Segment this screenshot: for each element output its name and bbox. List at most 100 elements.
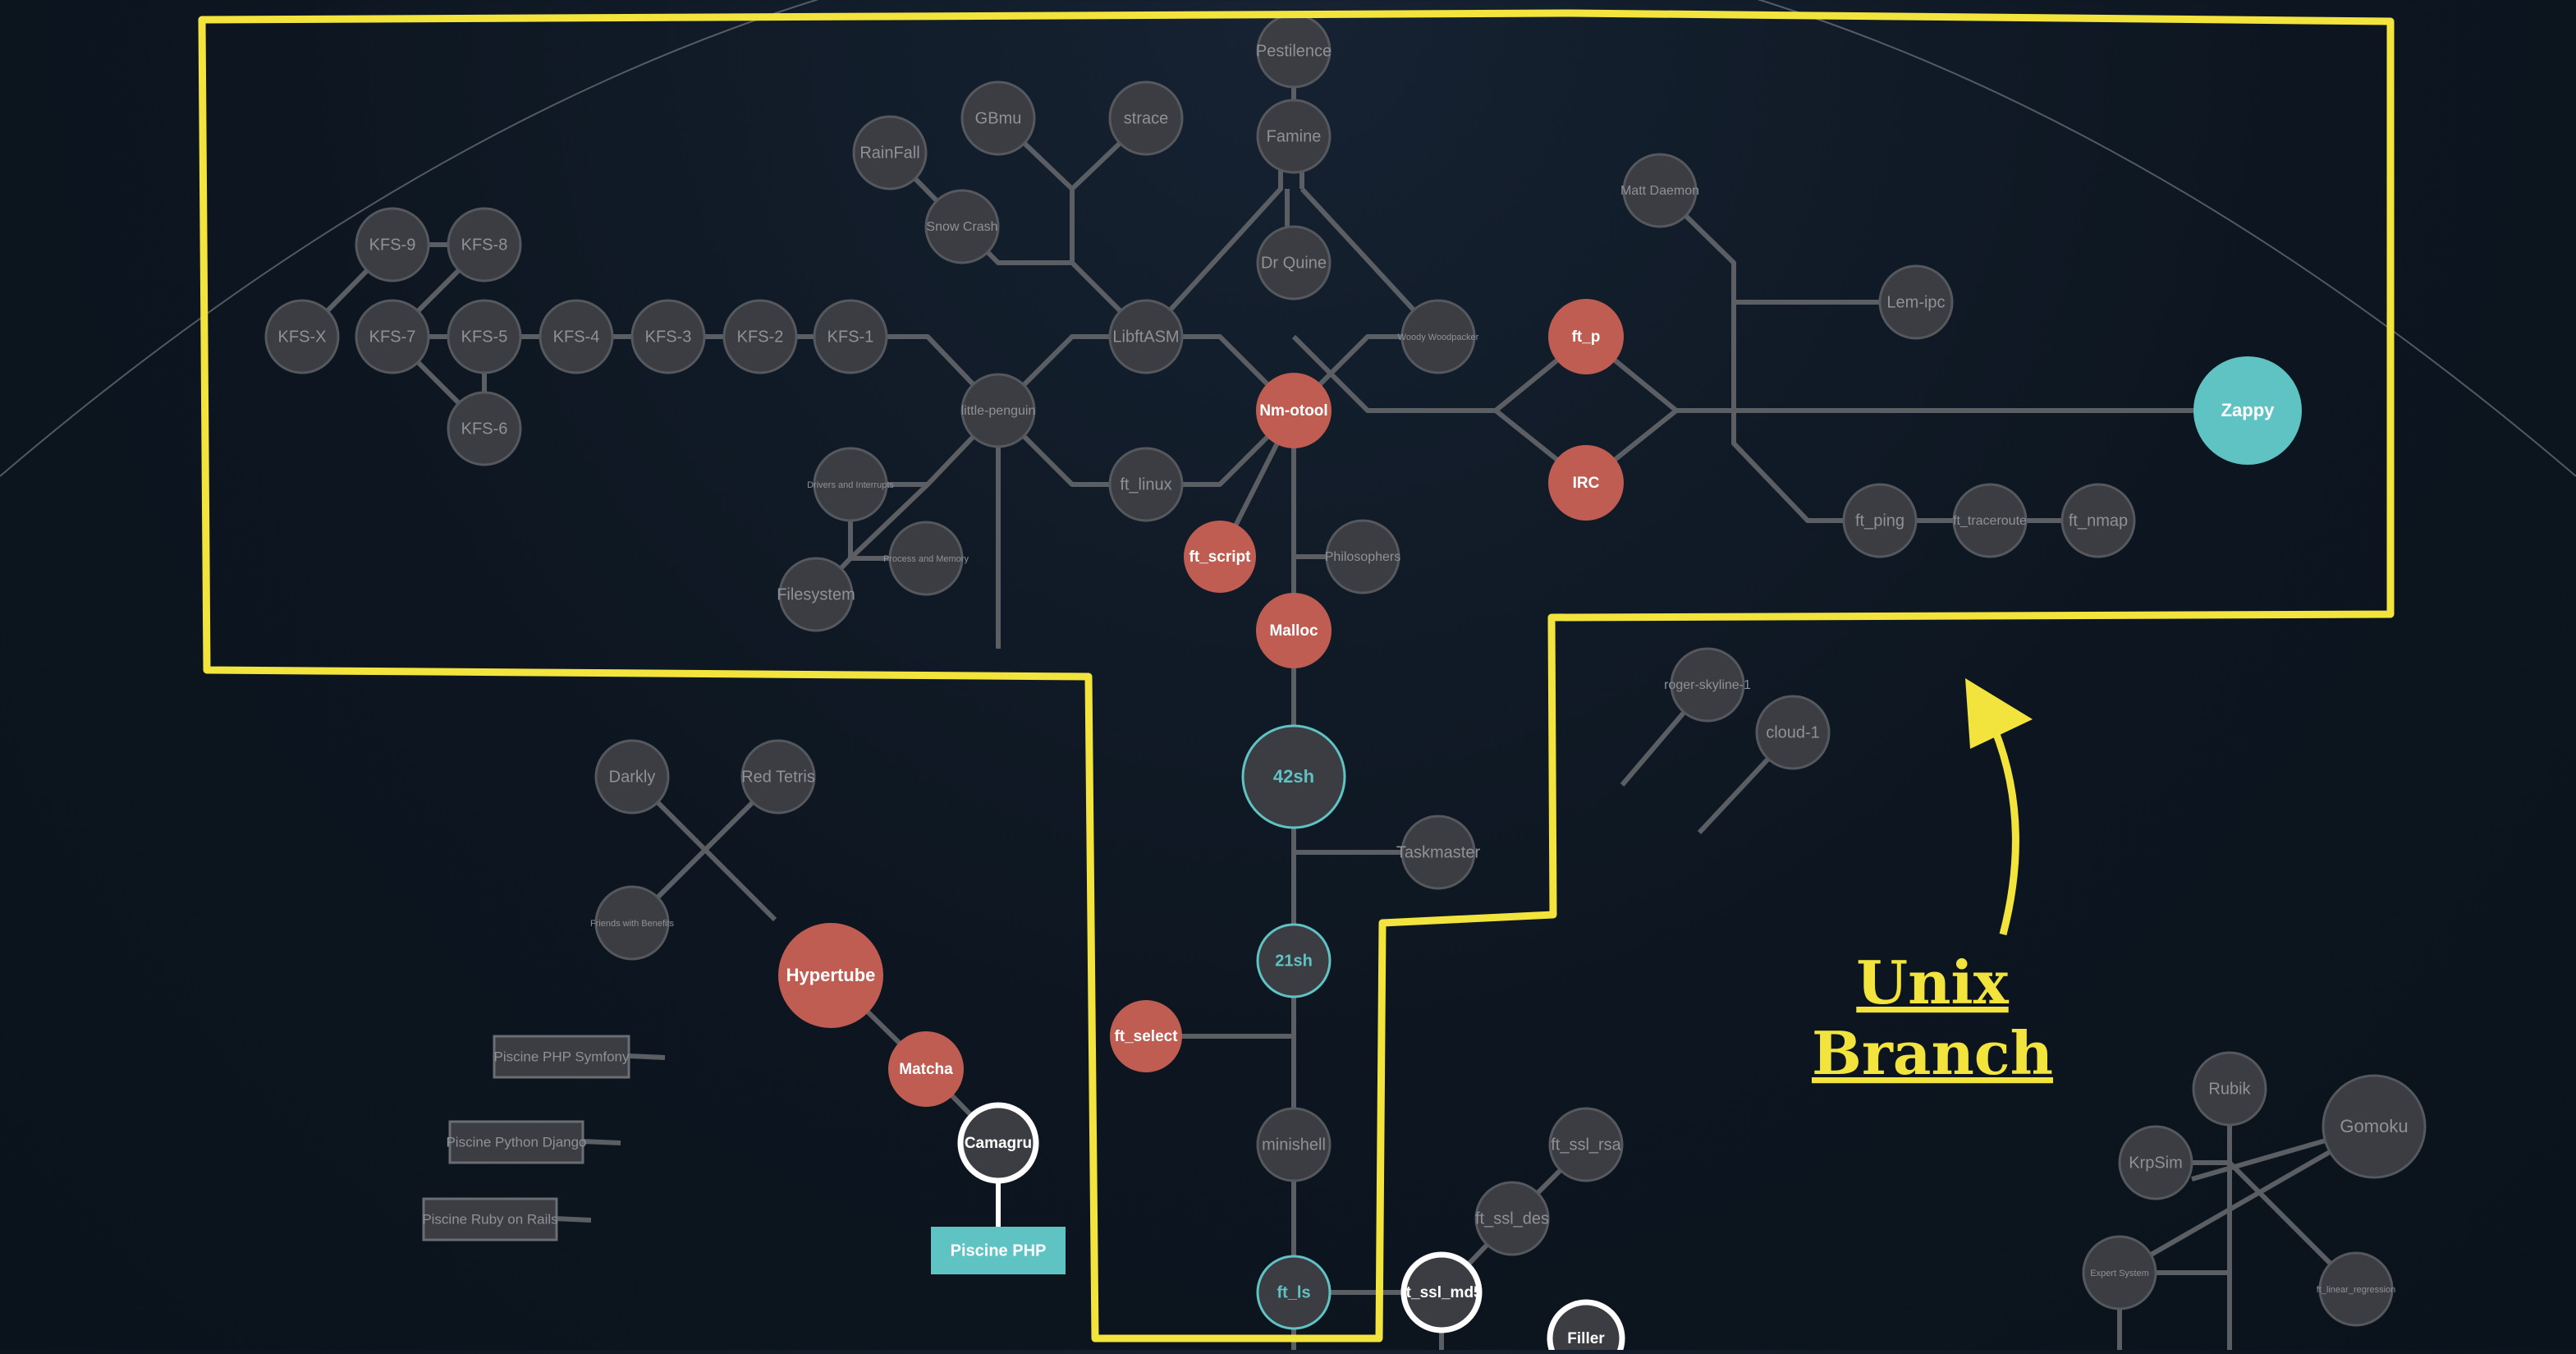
project-node-piscisymfony[interactable]: Piscine PHP Symfony [493, 1035, 630, 1079]
project-node-ftssldes[interactable]: ft_ssl_des [1474, 1181, 1550, 1256]
callout-arrow-curve [1989, 724, 2019, 936]
project-node-mattdaemon[interactable]: Matt Daemon [1620, 153, 1699, 228]
project-circle [1256, 923, 1332, 998]
project-label: Red Tetris [741, 768, 815, 786]
project-node-libftasm[interactable]: LibftASM [1108, 299, 1184, 374]
project-node-roger[interactable]: roger-skyline-1 [1664, 647, 1751, 723]
project-circle [813, 299, 888, 374]
project-label: Woody Woodpacker [1398, 333, 1479, 342]
project-node-ftselect[interactable]: ft_select [1110, 1000, 1182, 1072]
project-node-kfs3[interactable]: KFS-3 [630, 299, 706, 374]
project-node-woody[interactable]: Woody Woodpacker [1398, 299, 1479, 374]
project-circle [447, 391, 522, 466]
project-node-ftlinux[interactable]: ft_linux [1108, 447, 1184, 522]
link [848, 482, 930, 561]
project-node-filesystem[interactable]: Filesystem [777, 557, 855, 632]
callout-title-line-1: Unix [1856, 948, 2009, 1017]
link [1657, 188, 2098, 523]
project-node-filler[interactable]: Filler [1547, 1299, 1625, 1354]
project-node-driversinterrupts[interactable]: Drivers and Interrupts [807, 447, 894, 522]
project-node-kfs1[interactable]: KFS-1 [813, 299, 888, 374]
project-circle [1256, 99, 1332, 174]
project-circle [888, 521, 964, 596]
project-label: Taskmaster [1396, 843, 1481, 861]
project-node-camagru[interactable]: Camagru [957, 1102, 1039, 1184]
project-node-littlepenguin[interactable]: little-penguin [960, 373, 1036, 448]
project-node-krpsim[interactable]: KrpSim [2118, 1125, 2193, 1200]
project-node-ftscript[interactable]: ft_script [1184, 521, 1256, 593]
project-node-zappy[interactable]: Zappy [2193, 356, 2302, 465]
project-node-lemipc[interactable]: Lem-ipc [1878, 264, 1954, 340]
project-circle [1400, 299, 1476, 374]
project-node-matcha[interactable]: Matcha [888, 1031, 964, 1107]
project-node-drquine[interactable]: Dr Quine [1256, 225, 1332, 301]
project-circle [355, 299, 430, 374]
project-node-kfs6[interactable]: KFS-6 [447, 391, 522, 466]
project-node-ftp[interactable]: ft_p [1548, 299, 1624, 374]
project-label: 42sh [1273, 766, 1314, 787]
project-node-hypertube[interactable]: Hypertube [778, 923, 883, 1028]
project-node-kfsx[interactable]: KFS-X [264, 299, 340, 374]
project-node-malloc[interactable]: Malloc [1256, 593, 1332, 668]
project-label: KFS-5 [461, 328, 508, 346]
project-circle [778, 923, 883, 1028]
project-label: KFS-2 [737, 328, 784, 346]
project-circle [355, 207, 430, 282]
project-node-irc[interactable]: IRC [1548, 445, 1624, 521]
project-label: Camagru [965, 1135, 1032, 1152]
project-circle [960, 373, 1036, 448]
project-node-pestilence[interactable]: Pestilence [1256, 13, 1332, 89]
project-node-42sh[interactable]: 42sh [1241, 724, 1346, 829]
project-label: ft_p [1572, 328, 1601, 346]
project-node-famine[interactable]: Famine [1256, 99, 1332, 174]
project-node-rainfall[interactable]: RainFall [852, 115, 928, 190]
project-node-ftsslrsa[interactable]: ft_ssl_rsa [1548, 1107, 1624, 1182]
project-node-minishell[interactable]: minishell [1256, 1107, 1332, 1182]
project-node-ftls[interactable]: ft_ls [1256, 1255, 1332, 1330]
project-label: minishell [1262, 1136, 1326, 1154]
project-node-kfs2[interactable]: KFS-2 [722, 299, 798, 374]
project-node-nmotool[interactable]: Nm-otool [1256, 373, 1332, 448]
project-node-pisciphp[interactable]: Piscine PHP [931, 1227, 1066, 1274]
project-node-kfs9[interactable]: KFS-9 [355, 207, 430, 282]
link [628, 1053, 666, 1060]
project-node-snowcrash[interactable]: Snow Crash [924, 189, 1000, 264]
project-node-kfs5[interactable]: KFS-5 [447, 299, 522, 374]
project-node-rubik[interactable]: Rubik [2192, 1051, 2267, 1127]
project-circle [924, 189, 1000, 264]
project-node-kfs7[interactable]: KFS-7 [355, 299, 430, 374]
project-node-kfs4[interactable]: KFS-4 [539, 299, 614, 374]
project-node-strace[interactable]: strace [1108, 80, 1184, 156]
project-node-ftnmap[interactable]: ft_nmap [2060, 483, 2136, 558]
project-label: ft_ssl_md5 [1400, 1284, 1483, 1301]
project-node-friendswithbenefits[interactable]: Friends with Benefits [590, 885, 675, 961]
project-node-piscirails[interactable]: Piscine Ruby on Rails [422, 1197, 558, 1242]
project-node-kfs8[interactable]: KFS-8 [447, 207, 522, 282]
project-node-linearregression[interactable]: ft_linear_regression [2317, 1251, 2396, 1327]
project-node-21sh[interactable]: 21sh [1256, 923, 1332, 998]
project-node-darkly[interactable]: Darkly [594, 739, 670, 815]
project-label: KFS-X [278, 328, 327, 346]
project-box [931, 1227, 1066, 1274]
project-circle [722, 299, 798, 374]
project-label: ft_linux [1120, 475, 1171, 493]
project-circle [813, 447, 888, 522]
project-node-expertsystem[interactable]: Expert System [2082, 1235, 2157, 1310]
project-node-cloud1[interactable]: cloud-1 [1755, 695, 1831, 770]
project-node-ftping[interactable]: ft_ping [1842, 483, 1918, 558]
project-node-redtetris[interactable]: Red Tetris [740, 739, 816, 815]
project-node-taskmaster[interactable]: Taskmaster [1396, 815, 1481, 890]
project-label: Rubik [2208, 1080, 2251, 1098]
project-circle [1256, 1107, 1332, 1182]
project-node-fttraceroute[interactable]: ft_traceroute [1952, 483, 2028, 558]
project-box [448, 1120, 584, 1164]
project-label: KFS-4 [553, 328, 600, 346]
project-node-ftsslmd5[interactable]: ft_ssl_md5 [1400, 1251, 1483, 1333]
project-node-gomoku[interactable]: Gomoku [2322, 1074, 2427, 1179]
project-circle [1622, 153, 1698, 228]
project-node-processmemory[interactable]: Process and Memory [883, 521, 969, 596]
project-node-piscidjango[interactable]: Piscine Python Django [446, 1120, 587, 1164]
project-node-philosophers[interactable]: Philosophers [1325, 519, 1401, 594]
project-label: Hypertube [786, 965, 876, 985]
project-node-gbmu[interactable]: GBmu [960, 80, 1036, 156]
